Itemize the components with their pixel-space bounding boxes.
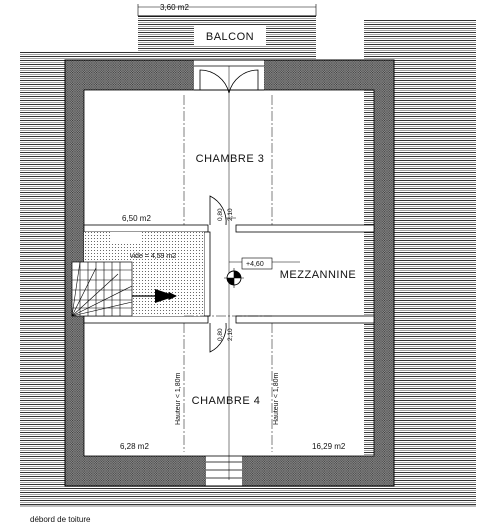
balcony-label: BALCON (206, 31, 254, 43)
door-lower-width: 0,80 (217, 328, 224, 341)
stair-void: vide = 4,59 m2 (71, 232, 204, 317)
bottom-window (206, 461, 242, 479)
area-label-stair-landing: 6,50 m2 (122, 214, 151, 223)
height-note-left: Hauteur < 1,80m (175, 372, 182, 425)
door-lower (209, 322, 227, 353)
area-label-mezzanine-right: 16,29 m2 (312, 442, 346, 451)
room-label-chambre3: CHAMBRE 3 (196, 153, 265, 165)
level-marker-label: +4,60 (246, 261, 264, 268)
door-lower-height: 2,10 (227, 328, 234, 341)
area-label-chambre4: 6,28 m2 (120, 442, 149, 451)
level-marker: +4,60 (224, 257, 273, 288)
exterior-walls (64, 59, 395, 487)
room-label-chambre4: CHAMBRE 4 (192, 395, 261, 407)
roof-overhang-label: débord de toiture (30, 515, 91, 524)
balcony: BALCON (137, 4, 317, 66)
top-area-label: 3,60 m2 (160, 3, 189, 12)
door-upper-width: 0,80 (217, 208, 224, 221)
void-area-label: vide = 4,59 m2 (130, 253, 176, 260)
height-note-right: Hauteur < 1,80m (273, 372, 280, 425)
door-upper (209, 195, 236, 226)
room-label-mezzanine: MEZZANNINE (280, 269, 357, 281)
roof-left (20, 52, 65, 486)
door-upper-height: 2,10 (227, 208, 234, 221)
